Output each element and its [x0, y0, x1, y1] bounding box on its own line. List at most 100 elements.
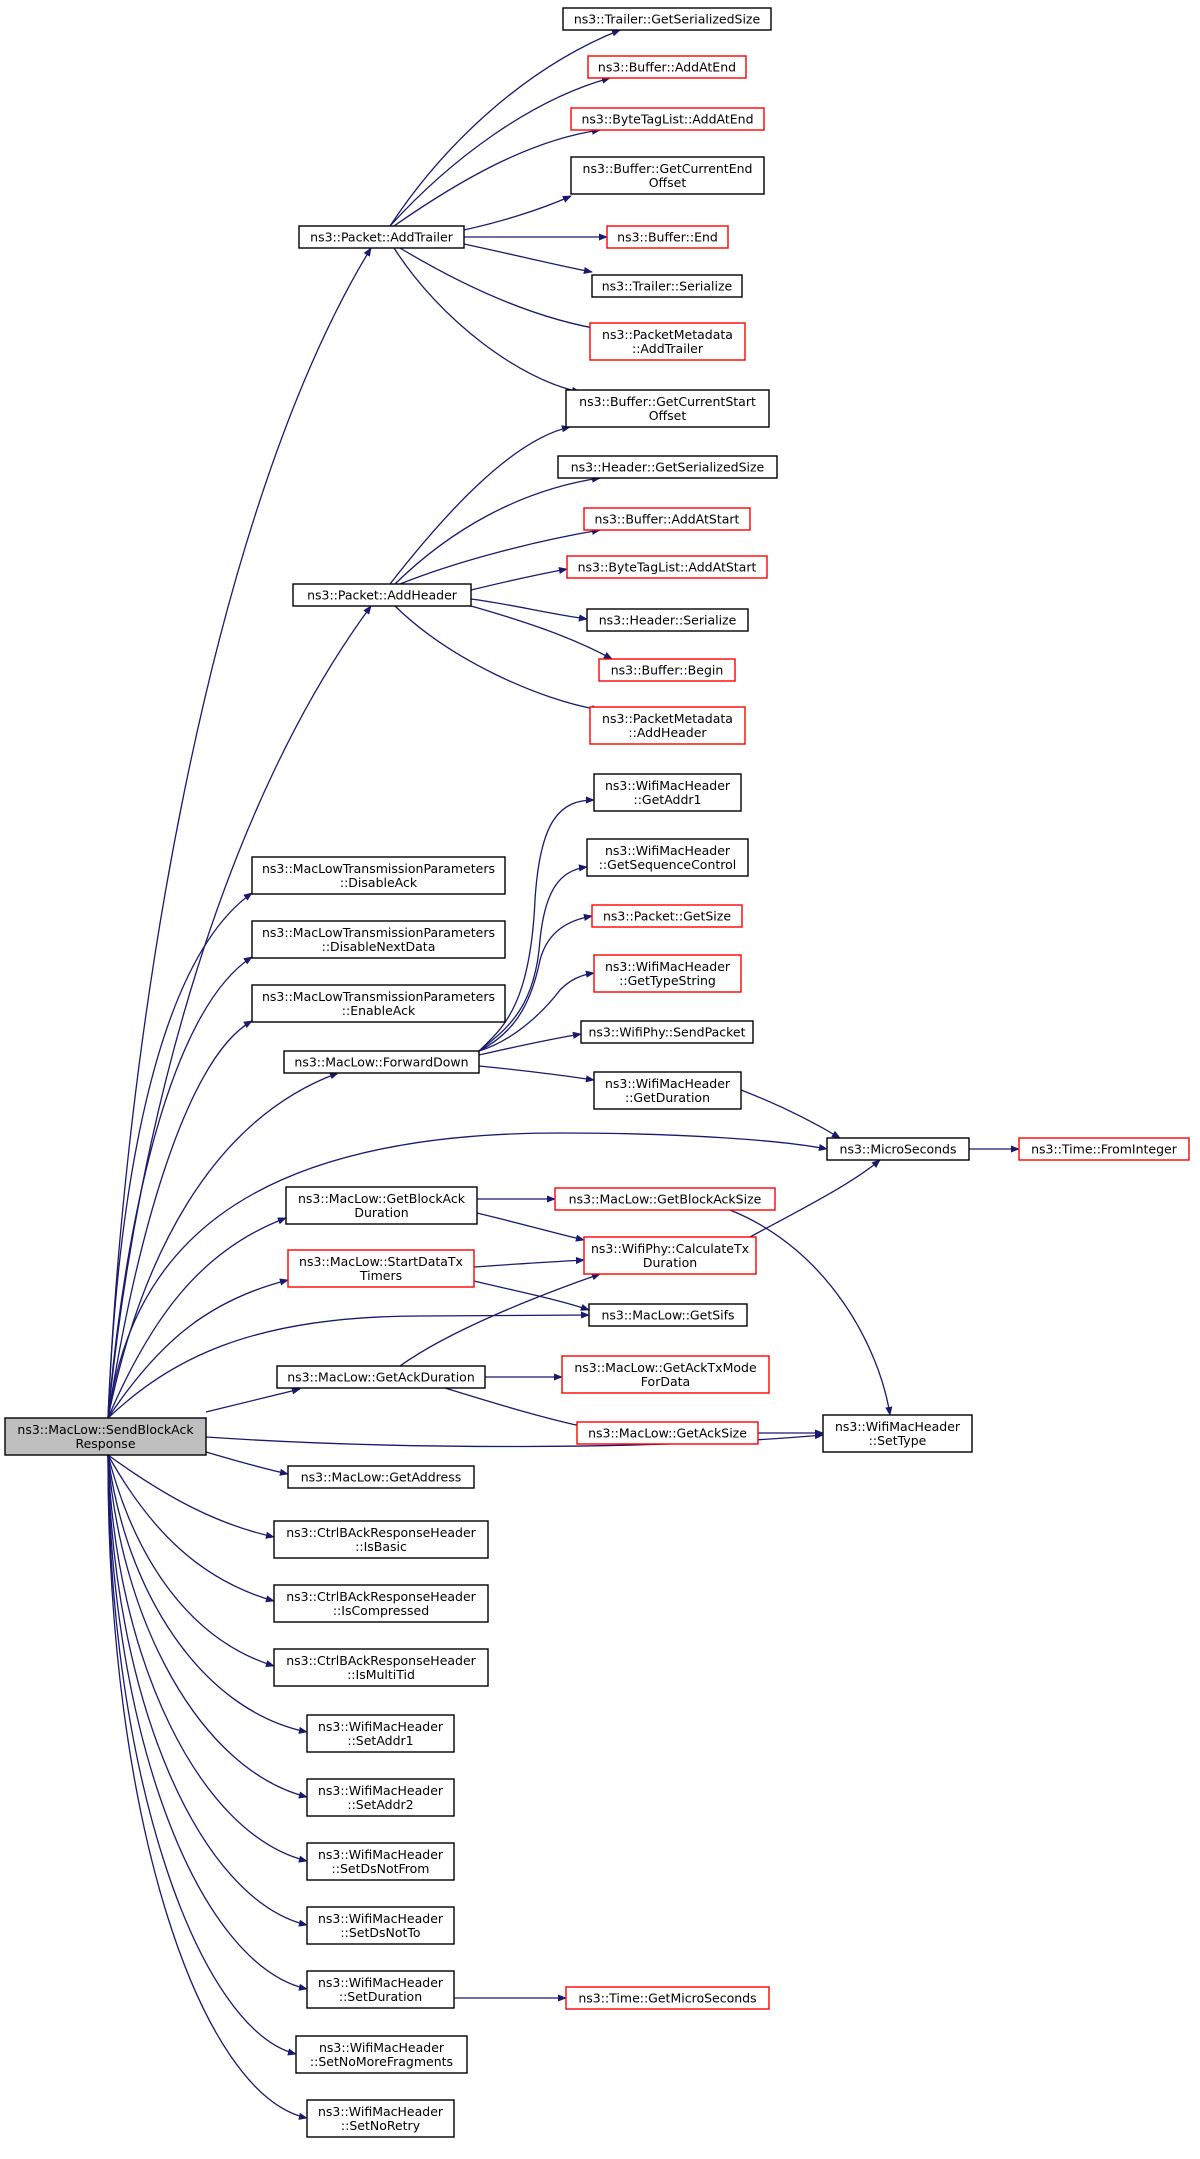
node-buffer-add-at-start[interactable]: ns3::Buffer::AddAtStart — [583, 507, 751, 531]
node-time-get-microseconds[interactable]: ns3::Time::GetMicroSeconds — [565, 1986, 770, 2010]
edge-add_header-to-btl_add_at_start — [470, 566, 568, 591]
node-layer: ns3::MacLow::SendBlockAckResponsens3::Pa… — [4, 7, 1190, 2138]
node-btl-add-at-start[interactable]: ns3::ByteTagList::AddAtStart — [566, 555, 768, 579]
edge-add_trailer-to-pm_add_trailer — [399, 247, 606, 333]
node-wmh-set-type[interactable]: ns3::WifiMacHeader::SetType — [822, 1414, 973, 1453]
node-is-compressed[interactable]: ns3::CtrlBAckResponseHeader::IsCompresse… — [273, 1584, 489, 1623]
edge-arrow — [399, 527, 601, 585]
node-box — [306, 1842, 455, 1881]
node-wmh-get-seq-ctrl[interactable]: ns3::WifiMacHeader::GetSequenceControl — [586, 838, 749, 877]
node-label: ns3::WifiMacHeader — [835, 1419, 961, 1434]
node-is-basic[interactable]: ns3::CtrlBAckResponseHeader::IsBasic — [273, 1520, 489, 1559]
edge-arrow — [107, 247, 372, 1419]
node-is-multitid[interactable]: ns3::CtrlBAckResponseHeader::IsMultiTid — [273, 1648, 489, 1687]
node-header-get-ser-size[interactable]: ns3::Header::GetSerializedSize — [557, 455, 778, 479]
node-forward-down[interactable]: ns3::MacLow::ForwardDown — [283, 1050, 480, 1074]
node-box — [283, 1050, 480, 1074]
node-add-header[interactable]: ns3::Packet::AddHeader — [292, 583, 472, 607]
node-btl-add-at-end[interactable]: ns3::ByteTagList::AddAtEnd — [570, 107, 765, 131]
node-wifiphy-send-packet[interactable]: ns3::WifiPhy::SendPacket — [580, 1020, 754, 1044]
edge-layer — [107, 29, 1020, 2120]
node-trailer-get-ser-size[interactable]: ns3::Trailer::GetSerializedSize — [562, 7, 772, 31]
node-label: ::IsCompressed — [333, 1603, 429, 1618]
node-label: ::SetType — [869, 1433, 927, 1448]
node-packet-get-size[interactable]: ns3::Packet::GetSize — [591, 904, 743, 928]
node-label: ns3::Buffer::AddAtStart — [595, 512, 740, 527]
node-label: ns3::CtrlBAckResponseHeader — [286, 1589, 476, 1604]
node-label: ns3::MacLow::ForwardDown — [294, 1055, 468, 1070]
node-pm-add-header[interactable]: ns3::PacketMetadata::AddHeader — [589, 706, 746, 745]
edge-root-to-set_duration — [107, 1454, 308, 1991]
node-set-ds-not-to[interactable]: ns3::WifiMacHeader::SetDsNotTo — [306, 1906, 455, 1945]
node-mltp-disable-ack[interactable]: ns3::MacLowTransmissionParameters::Disab… — [251, 856, 506, 895]
node-label: ns3::Trailer::Serialize — [602, 279, 733, 294]
node-box — [587, 55, 747, 79]
edge-calc_tx_duration-to-microseconds — [749, 1159, 881, 1238]
node-label: ns3::WifiPhy::CalculateTx — [591, 1241, 749, 1256]
node-set-ds-not-from[interactable]: ns3::WifiMacHeader::SetDsNotFrom — [306, 1842, 455, 1881]
node-label: ns3::ByteTagList::AddAtEnd — [582, 112, 754, 127]
node-set-addr1[interactable]: ns3::WifiMacHeader::SetAddr1 — [306, 1714, 455, 1753]
node-label: ns3::Buffer::AddAtEnd — [598, 60, 736, 75]
node-get-ack-size[interactable]: ns3::MacLow::GetAckSize — [576, 1421, 759, 1445]
node-set-addr2[interactable]: ns3::WifiMacHeader::SetAddr2 — [306, 1778, 455, 1817]
edge-root-to-add_trailer — [107, 247, 372, 1419]
node-box — [591, 904, 743, 928]
edge-forward_down-to-wmh_get_addr1 — [478, 796, 595, 1052]
node-wmh-get-addr1[interactable]: ns3::WifiMacHeader::GetAddr1 — [593, 773, 742, 812]
node-buffer-add-at-end[interactable]: ns3::Buffer::AddAtEnd — [587, 55, 747, 79]
node-box — [285, 1186, 478, 1225]
node-label: ns3::ByteTagList::AddAtStart — [578, 560, 757, 575]
edge-add_trailer-to-buffer_get_cur_end — [463, 195, 572, 231]
node-box — [593, 954, 742, 993]
node-label: ::GetTypeString — [619, 973, 716, 988]
edge-add_trailer-to-buffer_add_at_end — [389, 76, 611, 227]
node-set-no-retry[interactable]: ns3::WifiMacHeader::SetNoRetry — [306, 2099, 455, 2138]
node-trailer-serialize[interactable]: ns3::Trailer::Serialize — [591, 274, 743, 298]
node-get-sifs[interactable]: ns3::MacLow::GetSifs — [588, 1303, 748, 1327]
node-buffer-begin[interactable]: ns3::Buffer::Begin — [598, 658, 736, 682]
node-label: ns3::Buffer::GetCurrentEnd — [583, 161, 753, 176]
node-box — [306, 1970, 455, 2009]
node-label: ::GetDuration — [625, 1090, 710, 1105]
edge-arrow — [393, 127, 601, 227]
edge-add_trailer-to-buffer_get_cur_start — [393, 247, 581, 394]
node-set-no-more-frag[interactable]: ns3::WifiMacHeader::SetNoMoreFragments — [295, 2035, 468, 2074]
node-label: ::AddTrailer — [632, 341, 704, 356]
edge-root-to-is_basic — [107, 1454, 275, 1539]
node-get-blockack-size[interactable]: ns3::MacLow::GetBlockAckSize — [554, 1187, 776, 1211]
node-buffer-end[interactable]: ns3::Buffer::End — [606, 225, 729, 249]
node-add-trailer[interactable]: ns3::Packet::AddTrailer — [298, 225, 465, 249]
node-mltp-disable-next[interactable]: ns3::MacLowTransmissionParameters::Disab… — [251, 920, 506, 959]
node-set-duration[interactable]: ns3::WifiMacHeader::SetDuration — [306, 1970, 455, 2009]
node-label: ns3::WifiMacHeader — [605, 843, 731, 858]
node-box — [251, 920, 506, 959]
edge-arrow — [107, 1132, 828, 1419]
node-mltp-enable-ack[interactable]: ns3::MacLowTransmissionParameters::Enabl… — [251, 984, 506, 1023]
node-pm-add-trailer[interactable]: ns3::PacketMetadata::AddTrailer — [589, 322, 746, 361]
edge-root-to-get_sifs — [107, 1311, 590, 1419]
node-wmh-get-duration[interactable]: ns3::WifiMacHeader::GetDuration — [593, 1071, 742, 1110]
node-microseconds[interactable]: ns3::MicroSeconds — [826, 1137, 970, 1161]
node-get-address[interactable]: ns3::MacLow::GetAddress — [287, 1465, 475, 1489]
edge-root-to-set_no_more_frag — [107, 1454, 297, 2056]
node-box — [287, 1465, 475, 1489]
edge-arrow — [478, 1065, 595, 1083]
node-box — [591, 274, 743, 298]
node-box — [273, 1584, 489, 1623]
node-wmh-get-type-string[interactable]: ns3::WifiMacHeader::GetTypeString — [593, 954, 742, 993]
node-label: Duration — [643, 1255, 697, 1270]
node-get-ack-duration[interactable]: ns3::MacLow::GetAckDuration — [276, 1365, 486, 1389]
edge-root-to-mltp_disable_ack — [107, 892, 253, 1419]
edge-root-to-get_ack_duration — [205, 1387, 301, 1413]
node-label: ns3::Packet::AddTrailer — [310, 230, 454, 245]
edge-arrow — [107, 1454, 275, 1539]
node-time-from-integer[interactable]: ns3::Time::FromInteger — [1018, 1137, 1190, 1161]
node-header-serialize[interactable]: ns3::Header::Serialize — [586, 608, 749, 632]
